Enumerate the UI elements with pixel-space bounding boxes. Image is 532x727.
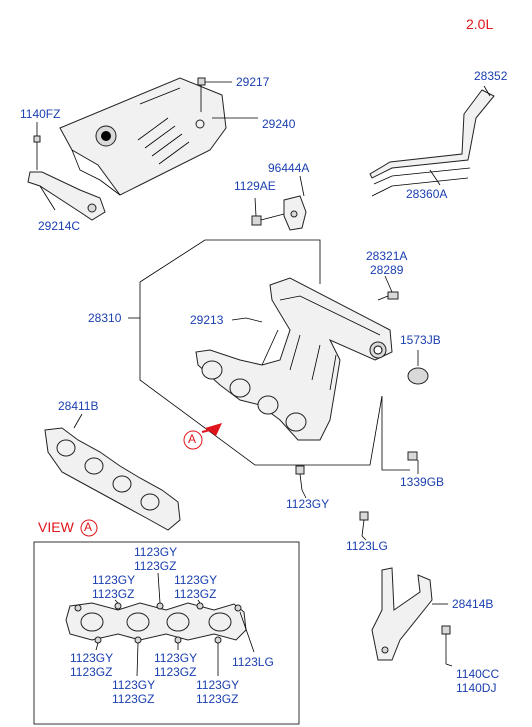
part-label-28310[interactable]: 28310: [88, 311, 122, 325]
assembly-outline: [139, 239, 410, 471]
leader-lines: [36, 81, 491, 667]
part-label-28352[interactable]: 28352: [474, 69, 508, 83]
gasket-28411b: [44, 427, 181, 531]
view-callout-bottom-mid-gz[interactable]: 1123GZ: [154, 665, 197, 679]
part-label-96444a[interactable]: 96444A: [268, 161, 310, 175]
view-a-frame: [33, 519, 300, 725]
part-label-29217[interactable]: 29217: [236, 75, 270, 89]
part-label-28321a[interactable]: 28321A: [366, 249, 408, 263]
bracket-28414b: [371, 567, 451, 664]
part-label-28360a[interactable]: 28360A: [406, 187, 448, 201]
bolt-29217: [197, 77, 206, 112]
part-label-1339gb[interactable]: 1339GB: [400, 475, 445, 489]
engine-spec-label: 2.0L: [466, 16, 494, 32]
intake-manifold: [195, 277, 399, 441]
part-label-1140fz[interactable]: 1140FZ: [20, 107, 61, 121]
view-callout-top-right-gy[interactable]: 1123GY: [174, 573, 218, 587]
view-callout-bottom-center-left-gz[interactable]: 1123GZ: [112, 692, 155, 706]
view-label: VIEW: [38, 519, 74, 535]
view-callout-top-left-gy[interactable]: 1123GY: [92, 573, 136, 587]
pcv-hose: [369, 89, 495, 197]
arrow-marker: A: [188, 432, 197, 446]
part-label-28289[interactable]: 28289: [370, 263, 404, 277]
plug-1573jb: [407, 367, 429, 385]
part-label-29213[interactable]: 29213: [190, 313, 224, 327]
bolt-1123lg: [359, 511, 369, 537]
view-callout-top-left-gz[interactable]: 1123GZ: [92, 587, 135, 601]
view-marker: A: [84, 520, 93, 534]
view-callout-top-center-gy[interactable]: 1123GY: [134, 545, 178, 559]
view-callout-right-lg[interactable]: 1123LG: [232, 655, 274, 669]
nut-1339gb: [407, 451, 418, 461]
part-label-1123lg[interactable]: 1123LG: [346, 539, 388, 553]
view-callout-bottom-mid-gy[interactable]: 1123GY: [154, 651, 198, 665]
part-label-1129ae[interactable]: 1129AE: [234, 179, 276, 193]
view-callout-top-right-gz[interactable]: 1123GZ: [174, 587, 217, 601]
view-callout-bottom-center-right-gy[interactable]: 1123GY: [196, 678, 240, 692]
view-callout-bottom-center-left-gy[interactable]: 1123GY: [112, 678, 156, 692]
part-label-28414b[interactable]: 28414B: [452, 597, 494, 611]
part-label-29240[interactable]: 29240: [262, 117, 296, 131]
view-callout-bottom-left-gz[interactable]: 1123GZ: [70, 665, 113, 679]
view-callout-bottom-center-right-gz[interactable]: 1123GZ: [196, 692, 239, 706]
view-arrow: [183, 423, 222, 450]
part-label-29214c[interactable]: 29214C: [38, 219, 81, 233]
part-label-1573jb[interactable]: 1573JB: [400, 333, 441, 347]
view-callout-top-center-gz[interactable]: 1123GZ: [134, 559, 177, 573]
part-label-1140cc[interactable]: 1140CC: [456, 667, 500, 681]
part-label-28411b[interactable]: 28411B: [58, 399, 99, 413]
bracket-96444a: [251, 195, 307, 231]
part-label-1140dj[interactable]: 1140DJ: [456, 681, 497, 695]
part-label-1123gy[interactable]: 1123GY: [286, 497, 330, 511]
bolt-1123gy: [295, 465, 305, 491]
view-callout-bottom-left-gy[interactable]: 1123GY: [70, 651, 114, 665]
